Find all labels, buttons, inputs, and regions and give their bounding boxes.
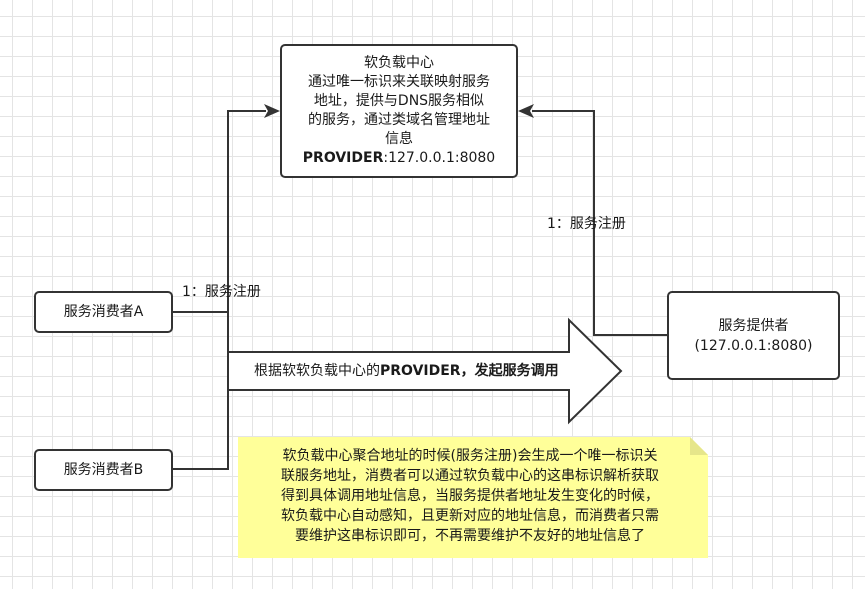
edge-consumer-b-to-center: [173, 312, 229, 470]
provider-address-label: (127.0.0.1:8080): [694, 337, 813, 354]
note-line: 软负载中心聚合地址的时候(服务注册)会生成一个唯一标识关: [282, 448, 658, 464]
provider-keyword: PROVIDER: [302, 150, 384, 166]
consumer-b-label: 服务消费者B: [63, 461, 144, 478]
edge-label-register-left: 1：服务注册: [182, 284, 261, 300]
consumer-a-node: 服务消费者A: [34, 291, 173, 333]
center-desc-line: 的服务，通过类域名管理地址: [308, 112, 490, 128]
note-line: 联服务地址，消费者可以通过软负载中心的这串标识解析获取: [281, 468, 659, 484]
note-line: 软负载中心自动感知，且更新对应的地址信息，而消费者只需: [281, 508, 659, 524]
provider-address: :127.0.0.1:8080: [383, 150, 496, 166]
provider-title: 服务提供者: [718, 317, 789, 334]
note-line: 得到具体调用地址信息，当服务提供者地址发生变化的时候，: [281, 488, 659, 504]
edge-consumer-a-to-center: [173, 110, 266, 313]
consumer-a-label: 服务消费者A: [63, 303, 144, 320]
arrowhead-left-icon: [264, 104, 280, 118]
soft-load-center-node: 软负载中心 通过唯一标识来关联映射服务 地址，提供与DNS服务相似 的服务，通过…: [280, 44, 518, 178]
center-provider-line: PROVIDER:127.0.0.1:8080: [303, 149, 495, 168]
note-text: 软负载中心聚合地址的时候(服务注册)会生成一个唯一标识关 联服务地址，消费者可以…: [242, 446, 698, 546]
note-shape: [238, 437, 708, 558]
center-desc-line: 地址，提供与DNS服务相似: [313, 93, 485, 109]
center-desc-line: 信息: [385, 131, 413, 147]
note-line: 要维护这串标识即可，不再需要维护不友好的地址信息了: [295, 528, 645, 544]
call-arrow-label: 根据软软负载中心的PROVIDER，发起服务调用: [254, 361, 559, 381]
arrowhead-right-icon: [518, 104, 534, 118]
center-desc-line: 通过唯一标识来关联映射服务: [308, 74, 490, 90]
call-arrow-bold: PROVIDER，发起服务调用: [380, 363, 559, 379]
consumer-b-node: 服务消费者B: [34, 449, 173, 491]
note-fold-icon: [690, 437, 708, 455]
big-call-arrow: [227, 317, 623, 425]
service-provider-node: 服务提供者 (127.0.0.1:8080): [667, 291, 840, 380]
center-title: 软负载中心: [364, 55, 434, 71]
edge-provider-to-center: [532, 110, 667, 336]
call-arrow-prefix: 根据软软负载中心的: [254, 363, 380, 379]
edge-label-register-right: 1：服务注册: [547, 216, 626, 232]
